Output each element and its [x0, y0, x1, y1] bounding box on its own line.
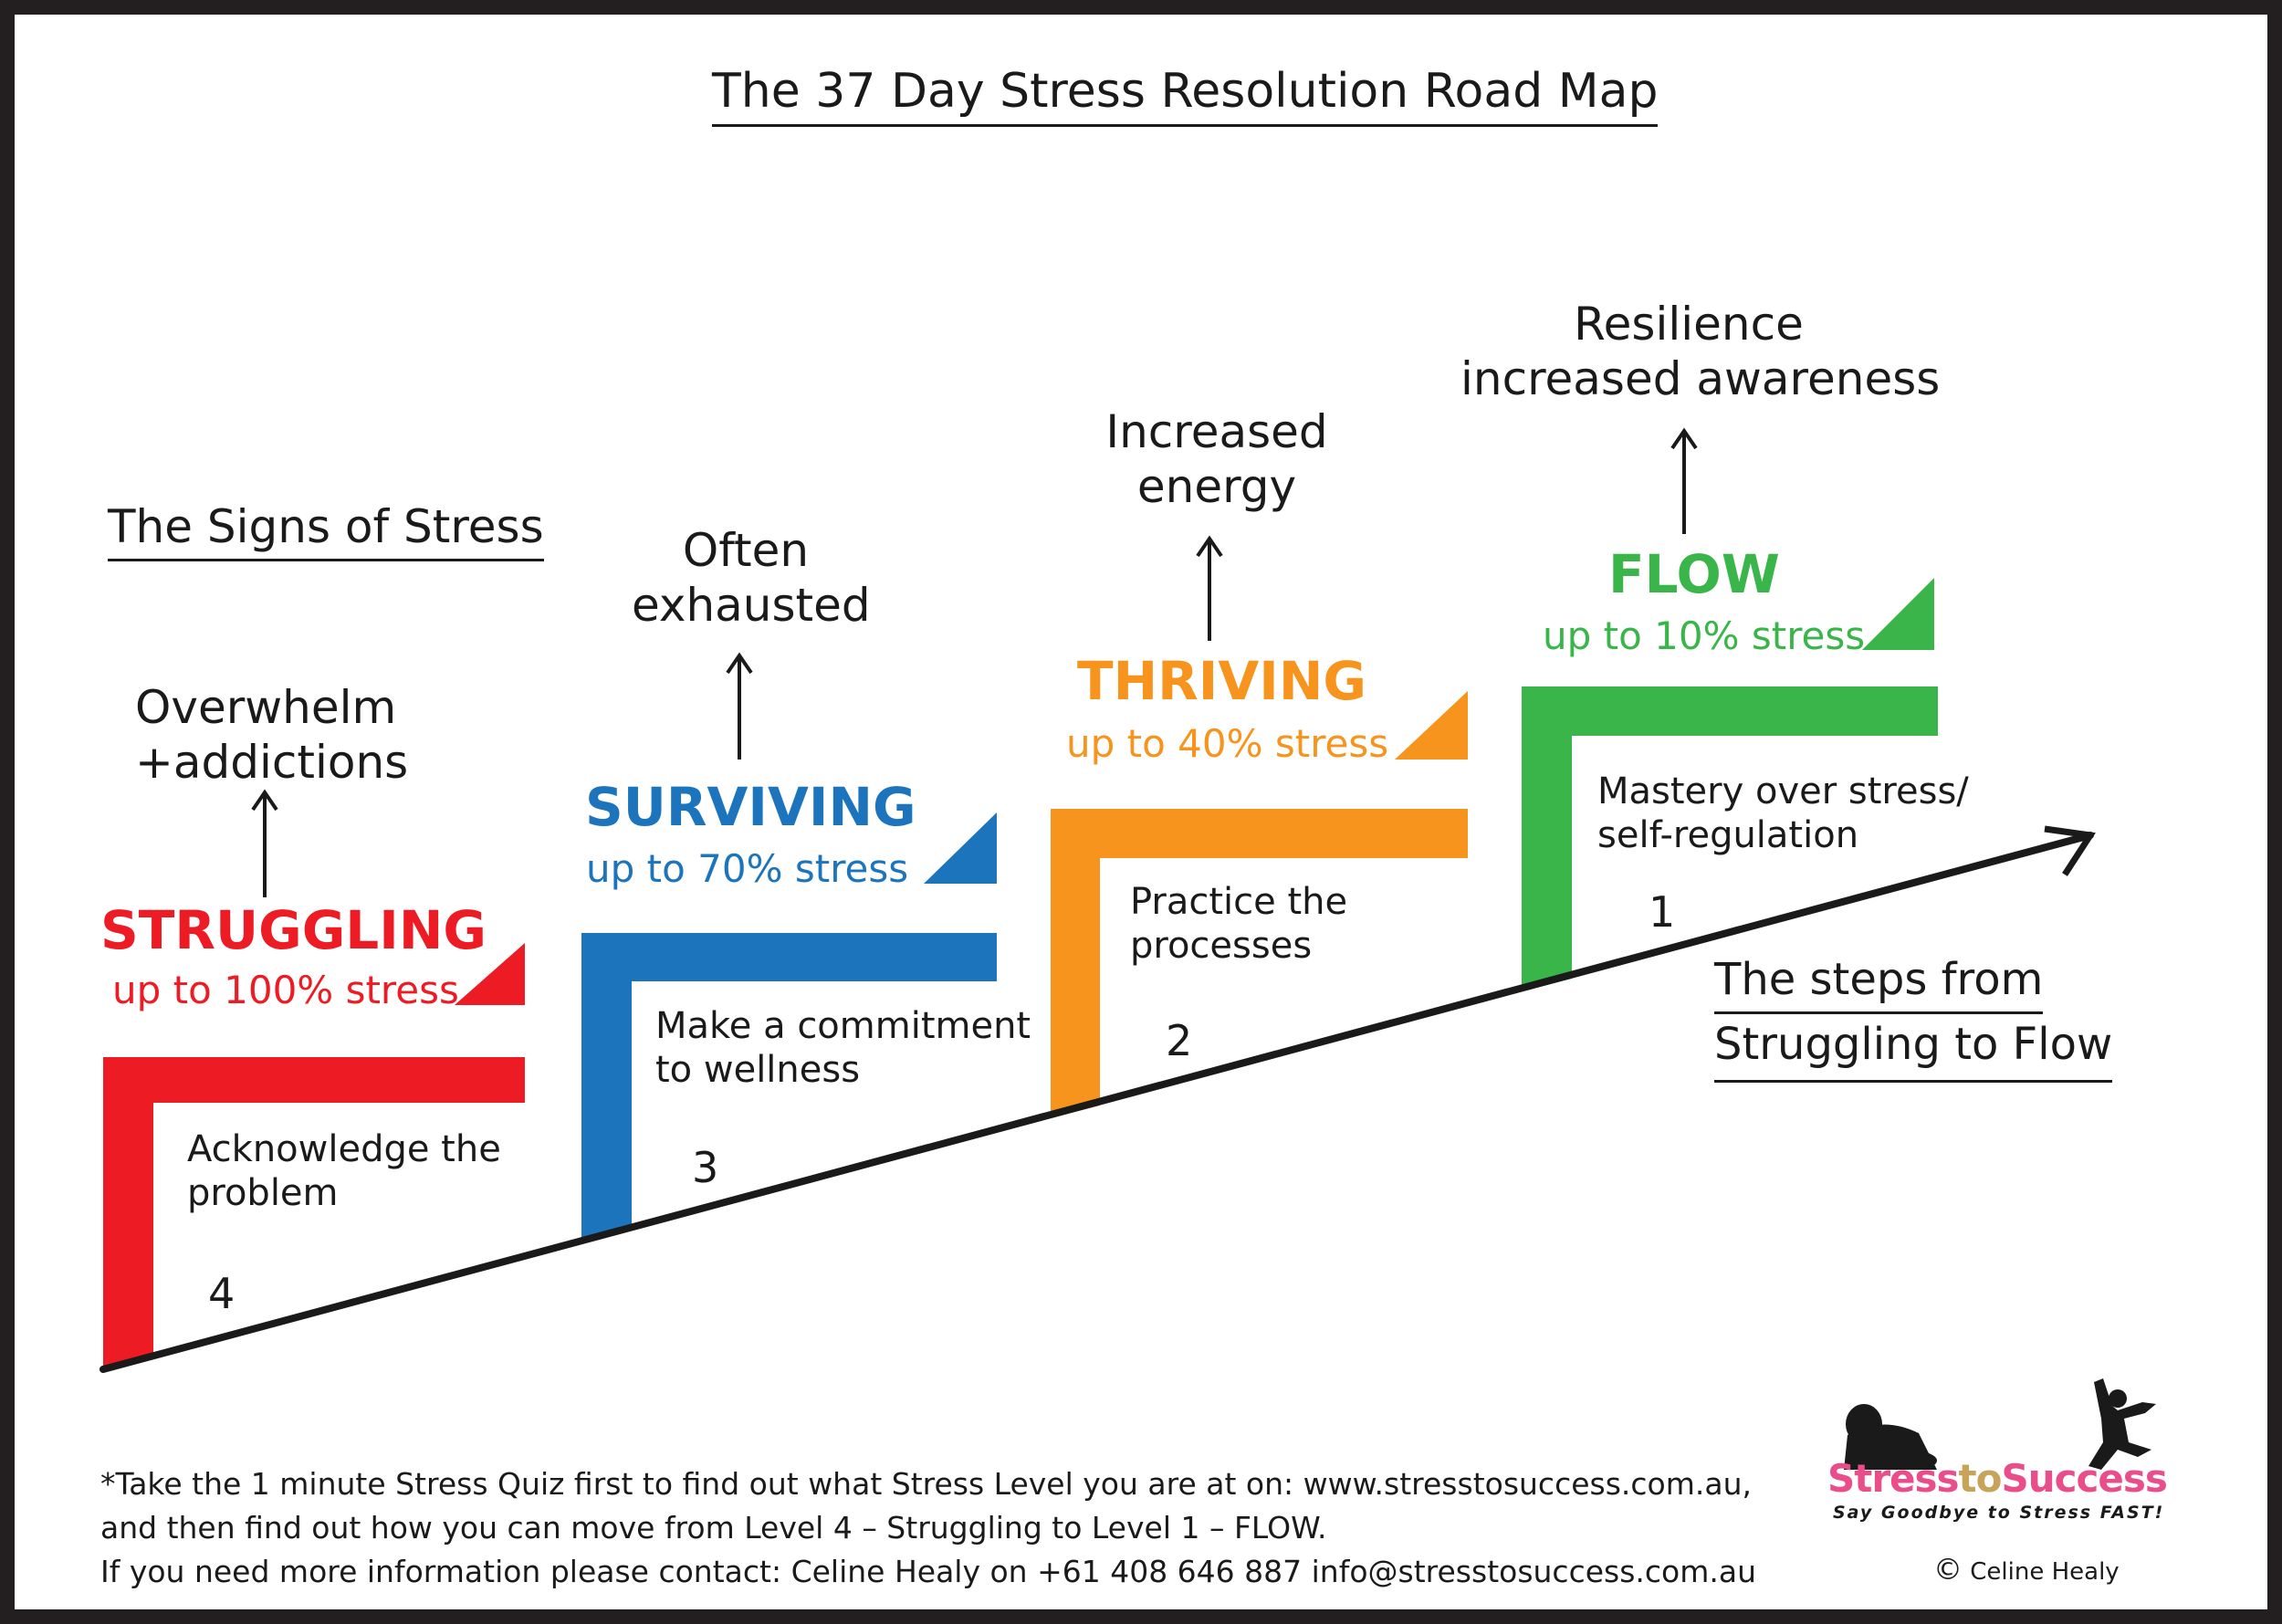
- flow-action: Mastery over stress/ self-regulation: [1597, 770, 1969, 857]
- surviving-bar-top: [581, 933, 997, 981]
- struggling-action-line-1: Acknowledge the: [187, 1128, 501, 1170]
- steps-heading-line-2: Struggling to Flow: [1714, 1014, 2113, 1083]
- up-arrow-surviving: [726, 652, 753, 760]
- step-flow: [1522, 578, 1938, 991]
- thriving-sign-line-2: energy: [1136, 460, 1297, 513]
- thriving-bar-top: [1051, 809, 1468, 858]
- footer-line-1: *Take the 1 minute Stress Quiz first to …: [100, 1466, 1752, 1502]
- thriving-sign: Increased energy: [1094, 404, 1340, 514]
- flow-sign-line-1: Resilience: [1574, 298, 1804, 351]
- step-thriving: [1051, 691, 1468, 1118]
- surviving-sign-line-2: exhausted: [632, 579, 871, 632]
- logo-wordmark: StresstoSuccess: [1827, 1456, 2168, 1501]
- flow-step-number: 1: [1649, 887, 1676, 937]
- struggling-action-line-2: problem: [187, 1172, 339, 1214]
- struggling-sign: Overwhelm +addictions: [135, 680, 408, 790]
- surviving-triangle-icon: [924, 812, 997, 884]
- struggling-sign-line-1: Overwhelm: [135, 681, 397, 734]
- flow-action-line-2: self-regulation: [1597, 814, 1859, 856]
- thriving-stress-level: up to 40% stress: [1066, 721, 1389, 766]
- struggling-sign-line-2: +addictions: [135, 736, 409, 789]
- thriving-bar-post: [1051, 809, 1100, 1118]
- flow-stage-name: FLOW: [1608, 543, 1780, 605]
- jumping-figure-icon: [2088, 1378, 2156, 1470]
- progress-arrow-icon: [2044, 825, 2096, 876]
- logo-word-stress: Stress: [1827, 1456, 1960, 1501]
- surviving-stage-name: SURVIVING: [585, 776, 916, 838]
- struggling-bar-post: [103, 1057, 153, 1369]
- logo-word-to: to: [1958, 1456, 2003, 1501]
- thriving-stage-name: THRIVING: [1077, 650, 1366, 712]
- up-arrow-surviving-head: [726, 652, 753, 675]
- footer-line-2: and then find out how you can move from …: [100, 1510, 1327, 1545]
- surviving-sign: Often exhausted: [632, 523, 871, 633]
- up-arrow-struggling: [251, 789, 278, 897]
- thriving-sign-line-1: Increased: [1105, 405, 1328, 458]
- flow-triangle-icon: [1862, 578, 1934, 650]
- surviving-action: Make a commitment to wellness: [655, 1004, 1031, 1092]
- page-title: The 37 Day Stress Resolution Road Map: [712, 64, 1659, 127]
- step-surviving: [581, 812, 997, 1243]
- struggling-step-number: 4: [208, 1269, 236, 1318]
- logo-word-success: Success: [2001, 1456, 2167, 1501]
- surviving-action-line-1: Make a commitment: [655, 1005, 1031, 1047]
- surviving-sign-line-1: Often: [682, 524, 810, 577]
- struggling-bar-top: [103, 1057, 525, 1103]
- footer-line-3: If you need more information please cont…: [100, 1554, 1757, 1589]
- flow-sign: Resilience increased awareness: [1460, 297, 1941, 406]
- thriving-step-number: 2: [1166, 1016, 1193, 1065]
- copyright-symbol: ©: [1933, 1552, 1963, 1587]
- copyright-name: Celine Healy: [1970, 1558, 2120, 1586]
- struggling-stage-name: STRUGGLING: [100, 899, 487, 961]
- struggling-stress-level: up to 100% stress: [112, 968, 459, 1012]
- steps-heading: The steps from Struggling to Flow: [1714, 949, 2113, 1083]
- flow-action-line-1: Mastery over stress/: [1597, 770, 1969, 812]
- surviving-stress-level: up to 70% stress: [586, 846, 909, 891]
- steps-heading-line-1: The steps from: [1714, 949, 2044, 1014]
- struggling-triangle-icon: [455, 943, 525, 1005]
- logo-tagline: Say Goodbye to Stress FAST!: [1833, 1503, 2165, 1523]
- up-arrow-flow-head: [1670, 427, 1698, 450]
- logo: StresstoSuccess Say Goodbye to Stress FA…: [1827, 1378, 2174, 1524]
- flow-stress-level: up to 10% stress: [1543, 613, 1866, 658]
- thriving-action-line-1: Practice the: [1130, 881, 1348, 923]
- thriving-triangle-icon: [1395, 691, 1468, 760]
- up-arrow-flow: [1670, 427, 1698, 534]
- signs-heading: The Signs of Stress: [108, 500, 544, 561]
- progress-line: [99, 832, 2094, 1373]
- logo-figures-icon: [1844, 1378, 2156, 1470]
- up-arrow-thriving: [1196, 535, 1223, 641]
- crouching-figure-icon: [1844, 1404, 1937, 1470]
- flow-bar-post: [1522, 686, 1572, 991]
- thriving-action-line-2: processes: [1130, 925, 1313, 967]
- step-struggling: [103, 943, 525, 1369]
- surviving-step-number: 3: [692, 1143, 719, 1192]
- flow-sign-line-2: increased awareness: [1460, 352, 1941, 405]
- surviving-bar-post: [581, 933, 632, 1243]
- thriving-action: Practice the processes: [1130, 880, 1347, 968]
- up-arrow-thriving-head: [1196, 535, 1223, 558]
- up-arrow-struggling-head: [251, 789, 278, 812]
- copyright: © Celine Healy: [1933, 1552, 2120, 1587]
- struggling-action: Acknowledge the problem: [187, 1127, 501, 1215]
- surviving-action-line-2: to wellness: [655, 1049, 861, 1091]
- flow-bar-top: [1522, 686, 1938, 736]
- footer-text: *Take the 1 minute Stress Quiz first to …: [100, 1462, 1756, 1594]
